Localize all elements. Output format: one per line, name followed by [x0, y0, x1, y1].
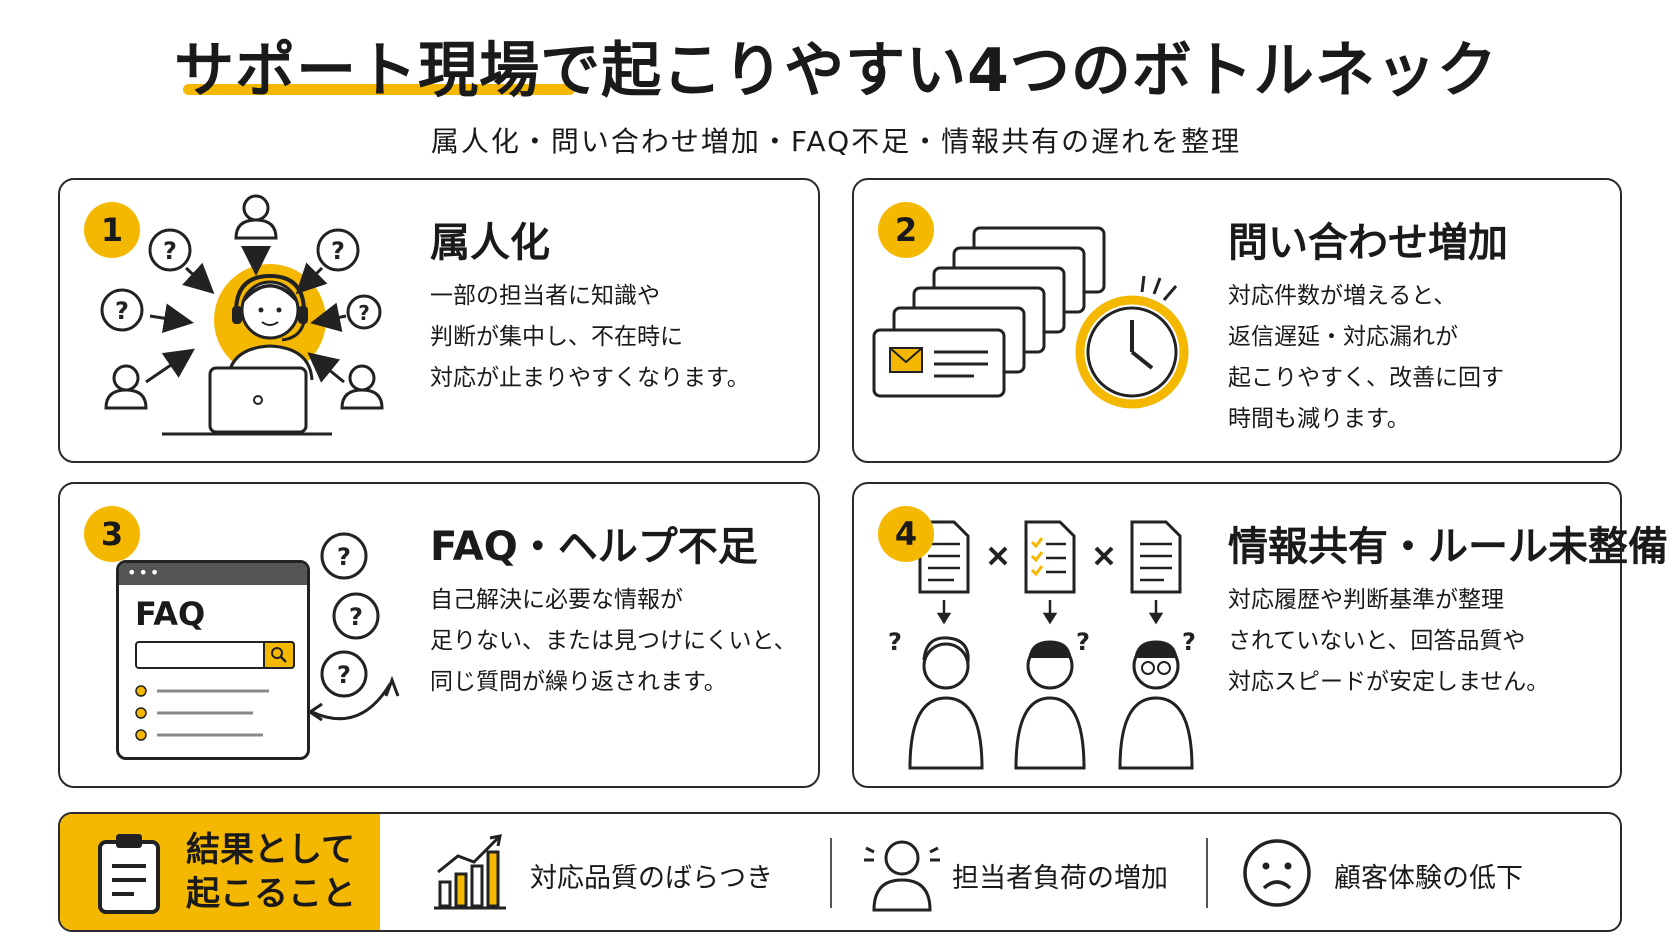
effect-staff-burden: 担当者負荷の増加 [860, 814, 1220, 930]
svg-text:?: ? [888, 628, 902, 656]
card-description: 対応履歴や判断基準が整理 されていないと、回答品質や 対応スピードが安定しません… [1228, 580, 1549, 703]
svg-text:?: ? [163, 237, 177, 265]
svg-text:?: ? [1182, 628, 1196, 656]
svg-text:?: ? [331, 237, 345, 265]
card-line: 判断が集中し、不在時に [430, 324, 683, 350]
card-line: 返信遅延・対応漏れが [1228, 324, 1458, 350]
faq-heading: FAQ [135, 595, 206, 633]
window-titlebar: ••• [119, 563, 307, 585]
repeated-questions-icon: ? ? ? [307, 532, 400, 722]
effect-label: 担当者負荷の増加 [952, 863, 1168, 894]
result-label: 結果として 起こること [186, 830, 356, 914]
card-line: されていないと、回答品質や [1228, 628, 1526, 654]
svg-text:?: ? [358, 301, 370, 325]
card-title: 問い合わせ増加 [1228, 220, 1508, 266]
card-dependency: ? ? ? ? 1 属人化 一部の担当者に知識や 判断が集中し、不在時に 対応が… [58, 178, 820, 463]
title-underline [183, 84, 575, 95]
card-number-badge: 1 [84, 202, 140, 258]
svg-text:?: ? [337, 543, 351, 571]
search-icon[interactable] [263, 641, 295, 669]
svg-text:?: ? [349, 603, 363, 631]
operator-questions-illustration: ? ? ? ? [100, 194, 384, 436]
card-description: 自己解決に必要な情報が 足りない、または見つけにくいと、 同じ質問が繰り返されま… [430, 580, 797, 703]
card-line: 一部の担当者に知識や [430, 283, 660, 309]
page-title: サポート現場で起こりやすい4つのボトルネック [0, 22, 1672, 109]
card-line: 対応が止まりやすくなります。 [430, 365, 750, 391]
page-title-text: サポート現場で起こりやすい4つのボトルネック [174, 36, 1498, 106]
card-line: 同じ質問が繰り返されます。 [430, 669, 727, 695]
card-description: 一部の担当者に知識や 判断が集中し、不在時に 対応が止まりやすくなります。 [430, 276, 750, 399]
card-faq-shortage: ••• FAQ ? ? ? 3 FAQ・ヘルプ不足 自己解決に必要な情報が 足り… [58, 482, 820, 788]
svg-text:?: ? [115, 297, 129, 325]
card-title: 情報共有・ルール未整備 [1228, 524, 1668, 570]
divider [830, 838, 832, 908]
divider [1206, 838, 1208, 908]
card-line: 自己解決に必要な情報が [430, 587, 683, 613]
effect-quality-variance: 対応品質のばらつき [430, 814, 880, 930]
mail-stack-clock-illustration [872, 226, 1189, 409]
card-number-badge: 3 [84, 506, 140, 562]
result-label-panel: 結果として 起こること [60, 814, 380, 930]
faq-window: ••• FAQ [116, 560, 310, 760]
card-title: FAQ・ヘルプ不足 [430, 524, 758, 570]
stressed-person-icon [864, 840, 940, 912]
svg-text:?: ? [337, 661, 351, 689]
card-line: 対応件数が増えると、 [1228, 283, 1457, 309]
svg-text:?: ? [1076, 628, 1090, 656]
effect-cx-decline: 顧客体験の低下 [1240, 814, 1620, 930]
card-description: 対応件数が増えると、 返信遅延・対応漏れが 起こりやすく、改善に回す 時間も減り… [1228, 276, 1504, 440]
clipboard-icon [98, 834, 160, 914]
card-number-badge: 4 [878, 506, 934, 562]
card-number-badge: 2 [878, 202, 934, 258]
card-info-sharing: ??? 4 情報共有・ルール未整備 対応履歴や判断基準が整理 されていないと、回… [852, 482, 1668, 788]
sad-face-icon [1243, 839, 1311, 907]
card-line: 対応履歴や判断基準が整理 [1228, 587, 1504, 613]
faq-list-lines [135, 685, 269, 741]
card-line: 対応スピードが安定しません。 [1228, 669, 1550, 695]
page-subtitle: 属人化・問い合わせ増加・FAQ不足・情報共有の遅れを整理 [430, 125, 1242, 158]
effect-label: 対応品質のばらつき [530, 863, 773, 894]
result-bar: 結果として 起こること 対応品質のばらつき 担当者負荷の増加 顧客体験の [58, 812, 1622, 932]
card-line: 足りない、または見つけにくいと、 [430, 628, 797, 654]
card-line: 時間も減ります。 [1228, 406, 1410, 432]
faq-search-input[interactable] [135, 641, 295, 669]
card-line: 起こりやすく、改善に回す [1228, 365, 1504, 391]
effect-label: 顧客体験の低下 [1334, 863, 1523, 894]
bar-chart-icon [434, 834, 506, 910]
card-inquiry-increase: 2 問い合わせ増加 対応件数が増えると、 返信遅延・対応漏れが 起こりやすく、改… [852, 178, 1622, 463]
card-title: 属人化 [430, 220, 550, 266]
